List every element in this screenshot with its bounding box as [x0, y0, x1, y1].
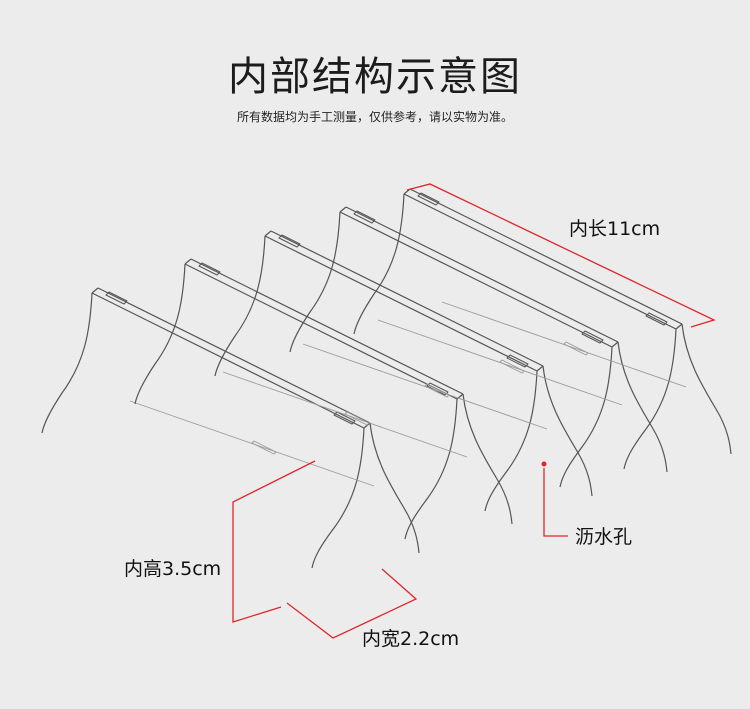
wall-top-edge	[339, 206, 619, 348]
wall-top-edge	[403, 188, 683, 330]
wall-back-curve	[289, 211, 341, 353]
wall-back-curve	[353, 193, 405, 335]
wall-front-curve	[559, 346, 613, 488]
wall-front-curve	[311, 427, 365, 569]
slot	[333, 411, 356, 425]
wall-top-edge	[91, 287, 371, 429]
slot	[353, 210, 376, 224]
slot	[198, 262, 221, 276]
length-label: 内长11cm	[569, 218, 661, 240]
slot	[417, 192, 440, 206]
slot	[278, 234, 301, 248]
divider-wall	[353, 188, 732, 470]
wall-foot-curve	[369, 422, 420, 554]
wall-back-curve	[41, 292, 93, 434]
wall-top-edge	[264, 230, 544, 372]
drain-hole	[424, 383, 450, 398]
disclaimer-text: 所有数据均为手工测量，仅供参考，请以实物为准。	[236, 110, 513, 124]
divider-wall	[134, 258, 513, 540]
height-dimension	[232, 460, 316, 623]
wall-foot-curve	[462, 393, 513, 525]
wall-foot-curve	[681, 323, 732, 455]
drain-hole	[563, 341, 589, 356]
slot	[581, 330, 604, 344]
wall-front-curve	[404, 398, 458, 540]
height-label: 内高3.5cm	[124, 558, 222, 580]
divider-wall	[289, 206, 668, 488]
slot	[506, 354, 529, 368]
divider-wall	[41, 287, 420, 569]
wall-top-edge	[184, 258, 464, 400]
wall-back-curve	[214, 235, 266, 377]
slot	[645, 312, 668, 326]
drain-hole	[344, 411, 370, 426]
drain-hole	[499, 359, 525, 374]
length-dimension	[406, 183, 716, 328]
drain-hole-dimension	[541, 461, 568, 537]
width-dimension	[286, 568, 418, 639]
divider-wall	[214, 230, 593, 512]
wall-back-curve	[134, 263, 186, 405]
width-label: 内宽2.2cm	[362, 628, 460, 650]
wall-front-curve	[623, 328, 677, 470]
slot	[426, 382, 449, 396]
wall-front-curve	[484, 370, 538, 512]
wall-foot-curve	[542, 365, 593, 497]
page-title: 内部结构示意图	[228, 54, 522, 100]
slot	[105, 291, 128, 305]
wall-foot-curve	[617, 341, 668, 473]
drain-hole	[251, 440, 277, 455]
drain-hole-label: 沥水孔	[575, 526, 633, 548]
